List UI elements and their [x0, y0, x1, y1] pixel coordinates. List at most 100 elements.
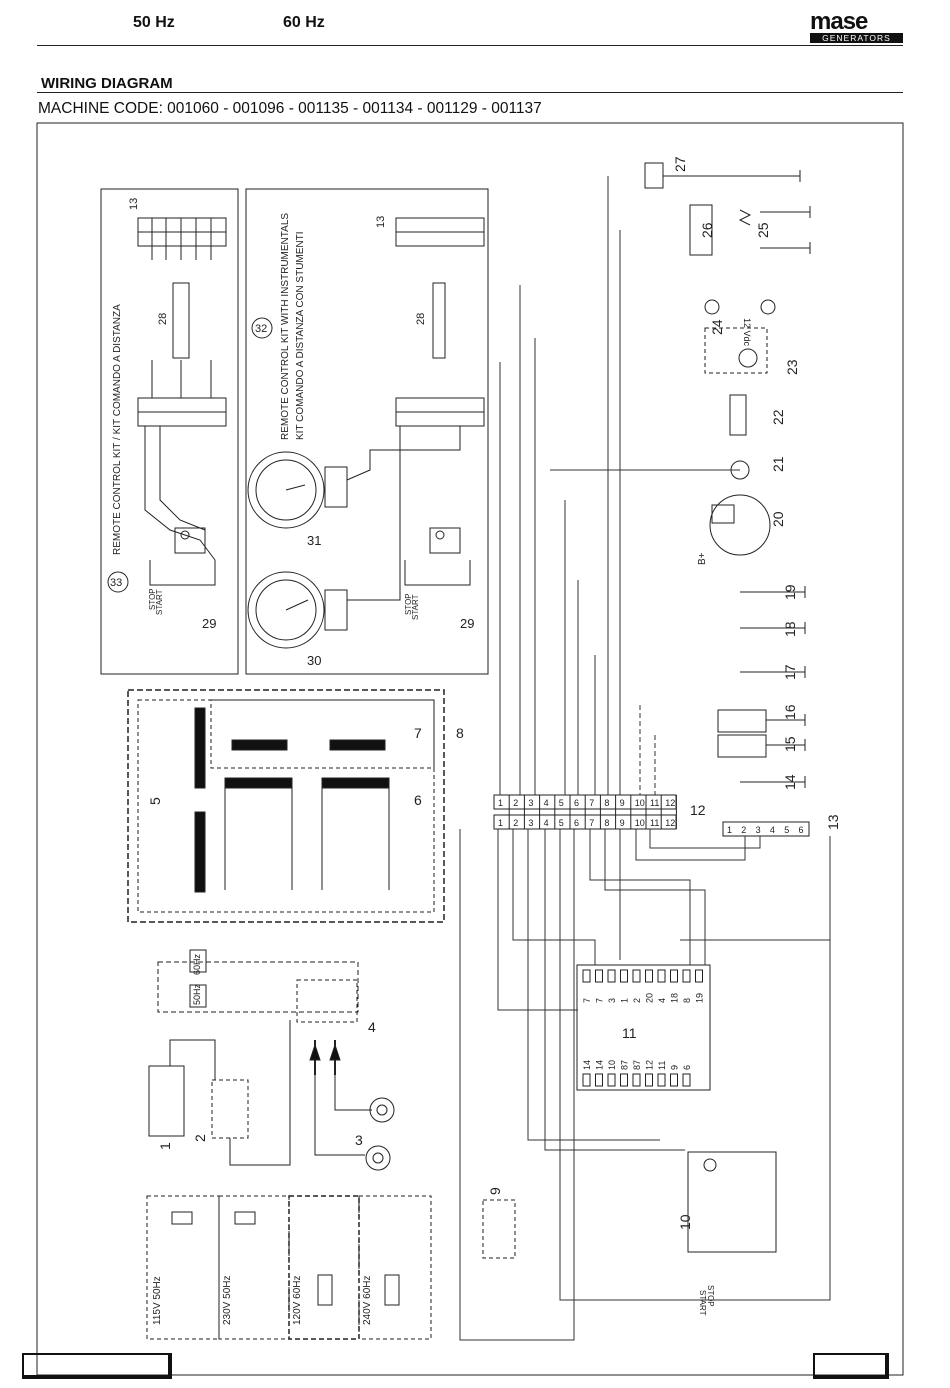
label-27: 27: [672, 156, 688, 172]
label-7: 7: [414, 725, 422, 741]
relay-top-pin: 8: [682, 998, 692, 1003]
frequency-50hz-label: 50 Hz: [133, 14, 175, 31]
relay-top-pin-slot: [595, 969, 603, 983]
label-24: 24: [709, 319, 725, 335]
relay-bottom-pin-slot: [657, 1073, 666, 1087]
label-13b: 13: [375, 216, 387, 228]
relay-bottom-pin: 14: [595, 1060, 605, 1070]
label-25: 25: [755, 222, 771, 238]
relay-top-pin: 20: [645, 993, 655, 1003]
terminal-pin-bottom: 7: [589, 818, 594, 828]
relay-bottom-pin-slot: [582, 1073, 591, 1087]
relay-bottom-pin-slot: [645, 1073, 653, 1087]
label-10: 10: [677, 1214, 693, 1230]
terminal-pin-bottom: 10: [635, 818, 645, 828]
relay-top-pin-slot: [695, 969, 703, 983]
battery-voltage-label: 12 Vdc: [742, 318, 752, 347]
b-plus-label: B+: [697, 552, 708, 565]
label-30: 30: [307, 653, 321, 668]
terminal-pin-top: 8: [604, 798, 609, 808]
relay-top-pin: 3: [607, 998, 617, 1003]
terminal-13-pin: 2: [741, 825, 746, 835]
kit32-stop-label: STOP: [404, 593, 413, 615]
relay-top-pin-slot: [620, 969, 628, 983]
page-tab-right: [813, 1353, 889, 1379]
title-divider: [37, 92, 903, 93]
terminal-pin-bottom: 12: [665, 818, 675, 828]
terminal-pin-top: 9: [620, 798, 625, 808]
relay-top-pin: 7: [582, 998, 592, 1003]
label-13a: 13: [128, 198, 140, 210]
kit32-start-label: START: [411, 594, 420, 620]
label-26: 26: [699, 222, 715, 238]
control-panel-10: 10 START STOP: [677, 1151, 777, 1316]
terminal-pin-bottom: 5: [559, 818, 564, 828]
label-2: 2: [192, 1134, 208, 1142]
terminal-pin-bottom: 8: [604, 818, 609, 828]
panel10-stop-label: STOP: [706, 1285, 715, 1307]
terminal-pin-bottom: 3: [528, 818, 533, 828]
label-33: 33: [110, 577, 122, 589]
relay-bottom-pin-slot: [595, 1073, 603, 1087]
machine-code: MACHINE CODE: 001060 - 001096 - 001135 -…: [38, 100, 542, 117]
config-230v-50hz: 230V 50Hz: [222, 1276, 233, 1325]
terminal-pin-top: 7: [589, 798, 594, 808]
label-28a: 28: [157, 313, 169, 325]
relay-bottom-pin-slot: [632, 1073, 641, 1087]
terminal-pin-bottom: 11: [650, 818, 659, 828]
label-22: 22: [770, 409, 786, 425]
config-240v-60hz: 240V 60Hz: [362, 1276, 373, 1325]
logo-subtitle: GENERATORS: [810, 33, 903, 43]
label-15: 15: [782, 736, 798, 752]
terminal-13-pin: 5: [784, 825, 789, 835]
terminal-pin-bottom: 4: [544, 818, 549, 828]
terminal-pin-top: 2: [513, 798, 518, 808]
relay-bottom-pin: 11: [657, 1061, 667, 1070]
relay-bottom-pin-slot: [682, 1073, 691, 1087]
label-29b: 29: [460, 616, 474, 631]
terminal-13-pin: 1: [727, 825, 732, 835]
relay-bottom-pin: 9: [670, 1065, 680, 1070]
page-tab-left: [22, 1353, 172, 1379]
wire-bus: [459, 176, 831, 1341]
relay-top-pin-slot: [657, 969, 666, 983]
terminal-pin-top: 3: [528, 798, 533, 808]
terminal-13-pin: 4: [770, 825, 775, 835]
label-29a: 29: [202, 616, 216, 631]
label-9: 9: [487, 1187, 503, 1195]
relay-top-pin-slot: [582, 969, 591, 983]
relay-top-pin: 18: [670, 993, 680, 1003]
relay-top-pin: 7: [595, 998, 605, 1003]
terminal-pin-top: 6: [574, 798, 579, 808]
label-4: 4: [368, 1019, 376, 1035]
hour-gauge-31: [247, 451, 325, 529]
label-32: 32: [255, 323, 267, 335]
config-120v-60hz: 120V 60Hz: [292, 1276, 303, 1325]
label-11: 11: [622, 1025, 637, 1041]
diagram-frame: [36, 122, 904, 1376]
label-16: 16: [782, 704, 798, 720]
relay-module-11: 11: [576, 964, 711, 1091]
kit32-label-2: KIT COMANDO A DISTANZA CON STUMENTI: [295, 231, 306, 440]
mase-logo: mase GENERATORS: [810, 10, 903, 43]
voltage-selector-4: 4 3: [157, 949, 395, 1171]
label-8: 8: [456, 725, 464, 741]
label-20: 20: [770, 511, 786, 527]
terminal-pin-top: 11: [650, 798, 659, 808]
relay-bottom-pin-slot: [670, 1073, 678, 1087]
label-28b: 28: [415, 313, 427, 325]
terminal-pin-top: 10: [635, 798, 645, 808]
page-title: WIRING DIAGRAM: [41, 75, 173, 92]
relay-bottom-pin: 87: [620, 1060, 630, 1070]
relay-bottom-pin: 14: [582, 1060, 592, 1070]
relay-bottom-pin: 87: [632, 1060, 642, 1070]
label-5: 5: [147, 797, 163, 805]
engine-components: 27 26 25 12 Vdc 24 23 22 21 20 B+ 19 18 …: [644, 156, 810, 790]
terminal-pin-bottom: 9: [620, 818, 625, 828]
relay-top-pin: 2: [632, 998, 642, 1003]
relay-bottom-pin-slot: [620, 1073, 628, 1087]
relay-top-pin: 19: [695, 993, 705, 1003]
hz-tag-60: 60Hz: [192, 953, 202, 975]
label-21: 21: [770, 456, 786, 472]
kit32-label-1: REMOTE CONTROL KIT WITH INSTRUMENTALS: [280, 213, 291, 440]
